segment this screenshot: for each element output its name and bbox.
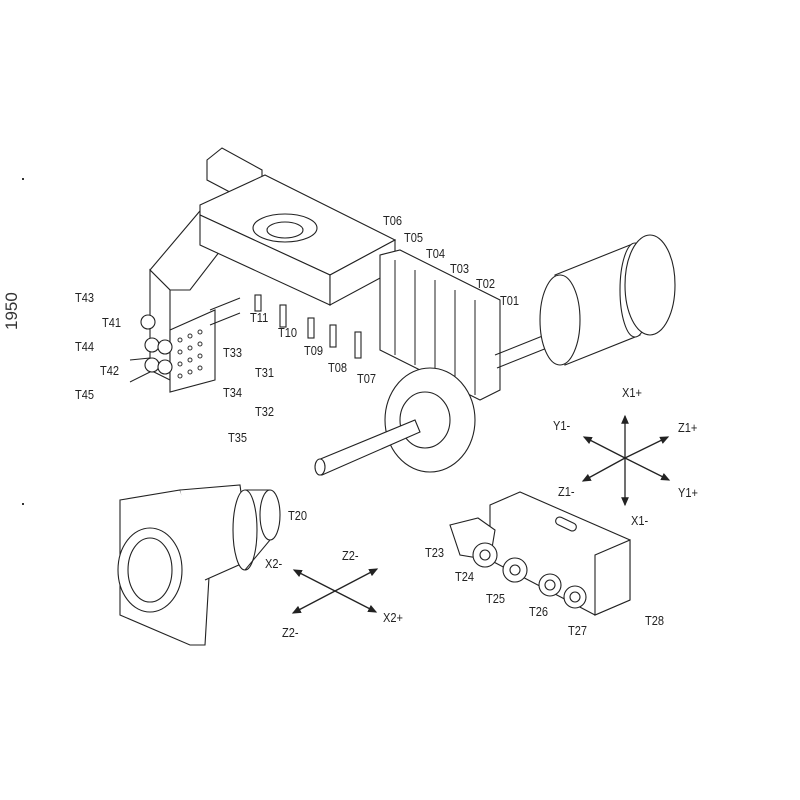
label-t42: T42: [100, 363, 120, 378]
label-t06: T06: [383, 213, 403, 228]
label-t43: T43: [75, 290, 95, 305]
label-t11: T11: [250, 310, 269, 325]
label-t28: T28: [645, 613, 665, 628]
label-z2-minus-top: Z2-: [342, 548, 359, 563]
label-t34: T34: [223, 385, 243, 400]
axes-2-indicator: [291, 568, 379, 614]
label-t08: T08: [328, 360, 348, 375]
label-t04: T04: [426, 246, 446, 261]
axes-1-indicator: [581, 414, 671, 507]
label-x1-minus: X1-: [631, 513, 649, 528]
label-z2-minus-bottom: Z2-: [282, 625, 299, 640]
upper-turret-assembly: [129, 147, 676, 476]
tool-block-grid: [177, 329, 203, 379]
label-x2-plus: X2+: [383, 610, 403, 625]
label-t44: T44: [75, 339, 95, 354]
label-t10: T10: [278, 325, 298, 340]
label-t20: T20: [288, 508, 308, 523]
label-t26: T26: [529, 604, 549, 619]
label-t33: T33: [223, 345, 243, 360]
label-t41: T41: [102, 315, 122, 330]
label-z1-plus: Z1+: [678, 420, 698, 435]
label-t01: T01: [500, 293, 520, 308]
label-t45: T45: [75, 387, 95, 402]
margin-mark: [22, 503, 24, 505]
motor: [539, 234, 676, 366]
lower-turret-assembly: [449, 491, 631, 616]
label-y1-plus: Y1+: [678, 485, 698, 500]
label-t35: T35: [228, 430, 248, 445]
label-x2-minus: X2-: [265, 556, 283, 571]
label-t05: T05: [404, 230, 424, 245]
label-t02: T02: [476, 276, 496, 291]
label-x1-plus: X1+: [622, 385, 642, 400]
label-y1-minus: Y1-: [553, 418, 571, 433]
label-t07: T07: [357, 371, 377, 386]
label-t32: T32: [255, 404, 275, 419]
label-t31: T31: [255, 365, 275, 380]
side-number: 1950: [2, 292, 21, 330]
label-t25: T25: [486, 591, 506, 606]
label-t03: T03: [450, 261, 470, 276]
label-t27: T27: [568, 623, 588, 638]
label-t23: T23: [425, 545, 445, 560]
label-t09: T09: [304, 343, 324, 358]
sub-spindle: [117, 484, 281, 646]
label-t24: T24: [455, 569, 475, 584]
label-z1-minus: Z1-: [558, 484, 575, 499]
margin-mark: [22, 178, 24, 180]
